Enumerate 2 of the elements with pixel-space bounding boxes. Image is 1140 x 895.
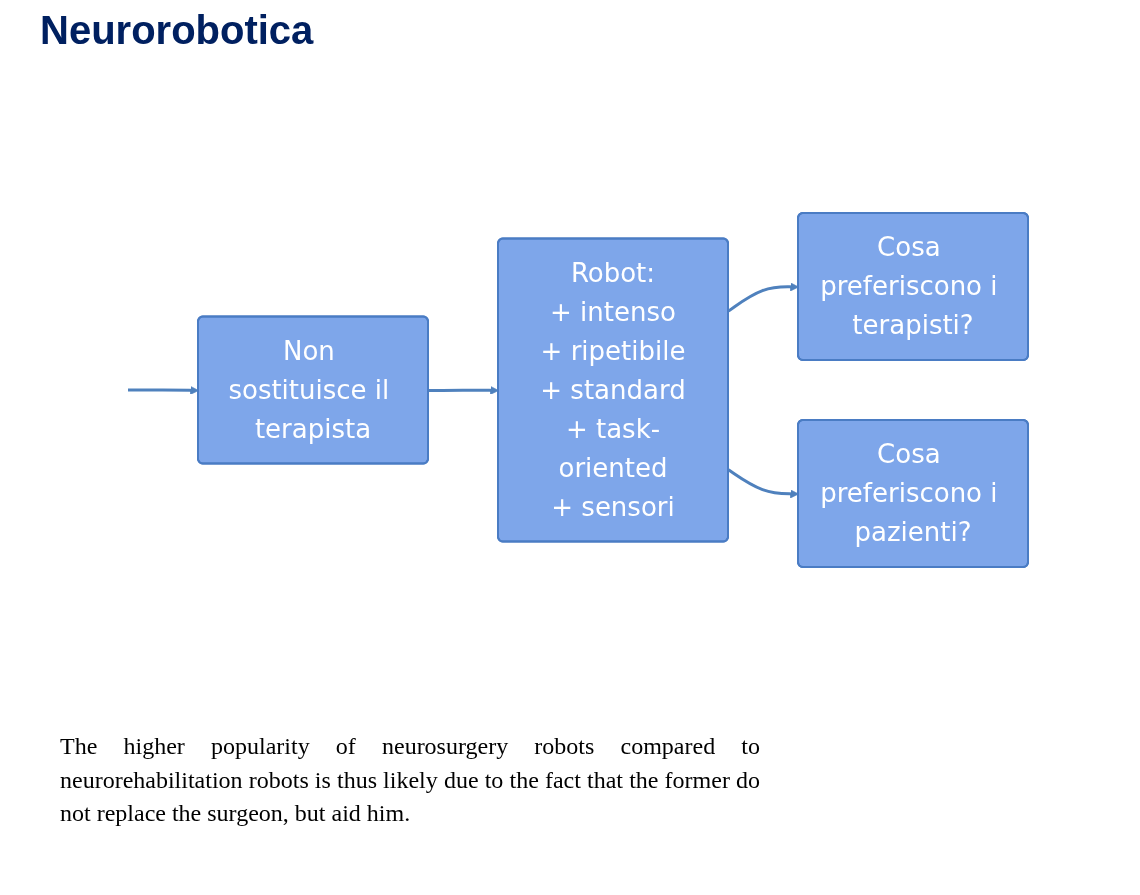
quoted-paragraph: The higher popularity of neurosurgery robots compared to neurorehabilitation robots is thus likely due to the fact that the former do not replace the surgeon, but aid him. xyxy=(60,732,760,829)
slide-title: Neurorobotica xyxy=(40,8,314,53)
